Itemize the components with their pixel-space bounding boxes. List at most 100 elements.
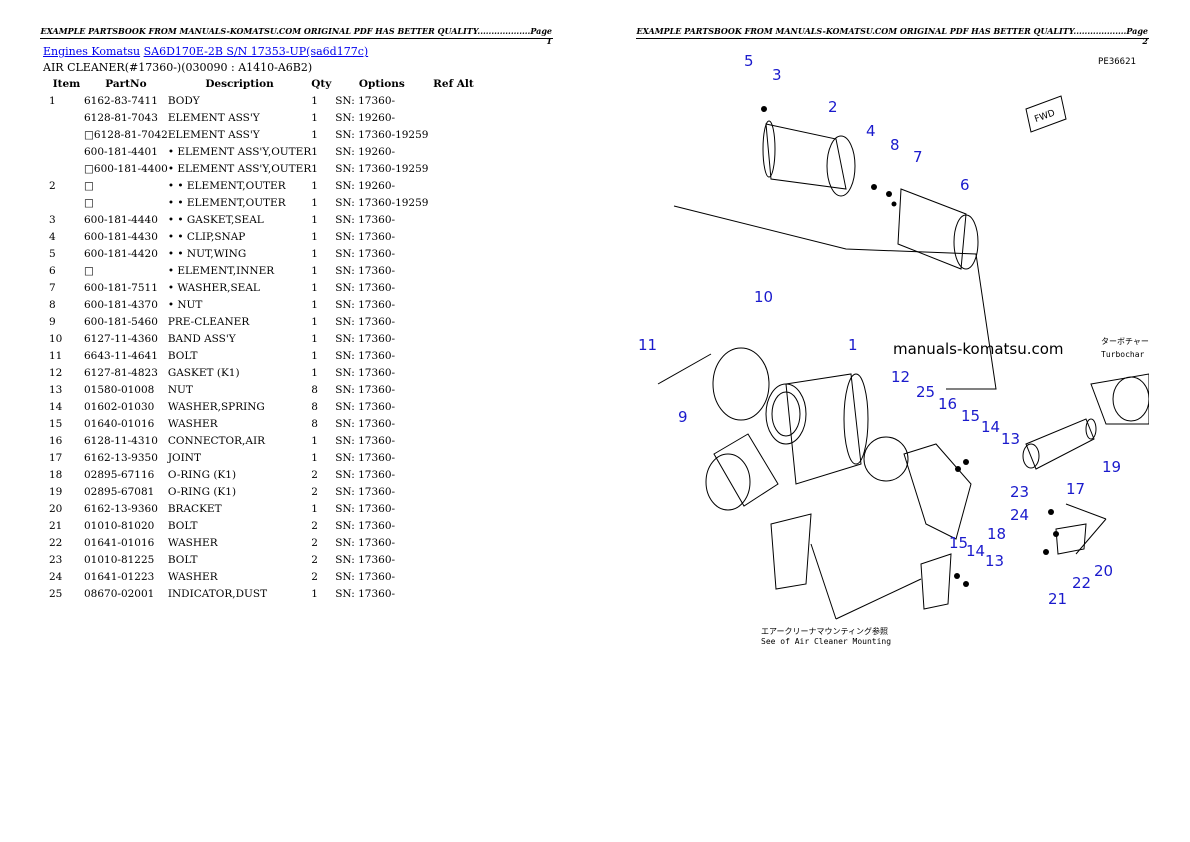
fwd-arrow-icon [1025, 95, 1067, 133]
callout-number: 9 [678, 408, 688, 426]
cell-description: WASHER [167, 570, 218, 583]
col-header-qty: Qty [311, 78, 332, 90]
cell-qty: 1 [311, 281, 318, 294]
cell-refalt [428, 415, 478, 432]
callout-number: 13 [1001, 430, 1020, 448]
cell-options: SN: 17360- [335, 417, 396, 430]
cell-partno: 01640-01016 [84, 417, 155, 430]
callout-number: 18 [987, 525, 1006, 543]
cell-qty: 1 [311, 196, 318, 209]
cell-partno: 600-181-4401 [84, 145, 158, 158]
cell-refalt [428, 449, 478, 466]
cell-qty: 1 [311, 451, 318, 464]
callout-number: 15 [949, 534, 968, 552]
col-header-description: Description [205, 78, 274, 90]
callout-number: 2 [828, 98, 838, 116]
cell-options: SN: 17360- [335, 536, 396, 549]
cell-item: 7 [49, 281, 56, 294]
cell-qty: 2 [311, 468, 318, 481]
cell-refalt [428, 381, 478, 398]
cell-qty: 1 [311, 230, 318, 243]
callout-number: 24 [1010, 506, 1029, 524]
cell-refalt [428, 483, 478, 500]
cell-item: 23 [49, 553, 63, 566]
header-rule-right [636, 38, 1149, 39]
callout-number: 14 [981, 418, 1000, 436]
cell-description: • ELEMENT ASS'Y,OUTER [167, 145, 312, 158]
cell-refalt [428, 500, 478, 517]
cell-refalt [428, 279, 478, 296]
cell-options: SN: 17360- [335, 434, 396, 447]
cell-description: • • GASKET,SEAL [167, 213, 264, 226]
cell-options: SN: 17360- [335, 400, 396, 413]
cell-partno: 6128-11-4310 [84, 434, 158, 447]
band-assy [712, 347, 770, 421]
cell-partno: 6643-11-4641 [84, 349, 158, 362]
section-title: AIR CLEANER(#17360-)(030090 : A1410-A6B2… [43, 61, 313, 74]
cell-qty: 2 [311, 519, 318, 532]
cell-item: 14 [49, 400, 63, 413]
cell-description: INDICATOR,DUST [167, 587, 268, 600]
header-rule-left [40, 38, 553, 39]
cell-item: 25 [49, 587, 63, 600]
callout-number: 6 [960, 176, 970, 194]
breadcrumb-link-engines[interactable]: Engines Komatsu [43, 45, 141, 58]
cell-refalt [428, 262, 478, 279]
cell-partno: 02895-67081 [84, 485, 155, 498]
cell-item: 13 [49, 383, 63, 396]
callout-number: 17 [1066, 480, 1085, 498]
cell-options: SN: 17360- [335, 383, 396, 396]
callout-number: 14 [966, 542, 985, 560]
cell-description: O-RING (K1) [167, 485, 237, 498]
cell-partno: 600-181-7511 [84, 281, 158, 294]
cell-item: 17 [49, 451, 63, 464]
cell-options: SN: 17360- [335, 298, 396, 311]
mounting-bracket-right [920, 553, 952, 610]
cell-options: SN: 17360- [335, 502, 396, 515]
cell-item: 21 [49, 519, 63, 532]
cell-options: SN: 17360- [335, 247, 396, 260]
cell-refalt [428, 126, 478, 143]
cell-options: SN: 19260- [335, 111, 396, 124]
inner-element [897, 188, 967, 270]
cell-item: 4 [49, 230, 56, 243]
pre-cleaner [713, 433, 779, 507]
callout-number: 13 [985, 552, 1004, 570]
cell-refalt [428, 245, 478, 262]
cell-item [43, 160, 84, 177]
table-header-row: Item PartNo Description Qty Options Ref … [43, 76, 478, 92]
cell-options: SN: 17360- [335, 213, 396, 226]
breadcrumb-link-model[interactable]: SA6D170E-2B S/N 17353-UP(sa6d177c) [143, 45, 369, 58]
callout-number: 12 [891, 368, 910, 386]
cell-options: SN: 17360-19259 [335, 196, 429, 209]
cell-refalt [428, 313, 478, 330]
cell-description: • • NUT,WING [167, 247, 247, 260]
cell-refalt [428, 347, 478, 364]
cell-qty: 1 [311, 502, 318, 515]
cell-options: SN: 17360- [335, 587, 396, 600]
cell-description: O-RING (K1) [167, 468, 237, 481]
cell-qty: 1 [311, 94, 318, 107]
cell-item: 5 [49, 247, 56, 260]
callout-number: 7 [913, 148, 923, 166]
cell-description: NUT [167, 383, 193, 396]
cell-description: ELEMENT ASS'Y [167, 128, 260, 141]
callout-number: 16 [938, 395, 957, 413]
cell-refalt [428, 194, 478, 211]
watermark: manuals-komatsu.com [893, 340, 1064, 358]
cell-partno: □ [84, 179, 94, 192]
cell-item: 3 [49, 213, 56, 226]
cell-qty: 2 [311, 485, 318, 498]
cell-options: SN: 17360-19259 [335, 128, 429, 141]
cell-description: • • ELEMENT,OUTER [167, 196, 286, 209]
cell-description: WASHER [167, 417, 218, 430]
